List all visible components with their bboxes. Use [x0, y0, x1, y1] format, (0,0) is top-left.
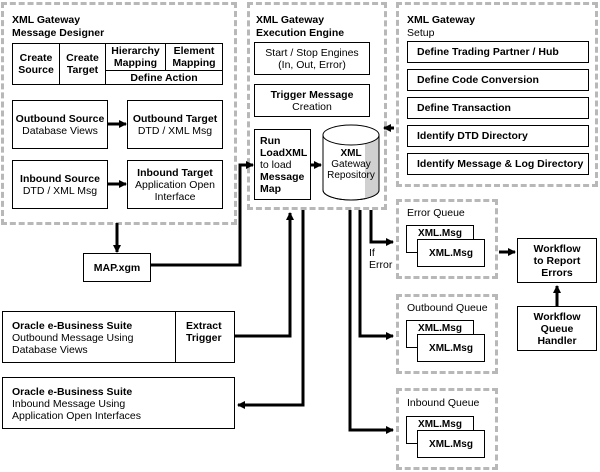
inbound-target-box[interactable]: Inbound Target Application Open Interfac… [127, 160, 223, 209]
arrow-map-to-loadxml [151, 161, 254, 267]
repository-cylinder-icon [322, 124, 380, 201]
outbound-queue-panel [396, 294, 498, 374]
setup-item-dtd-directory[interactable]: Identify DTD Directory [407, 125, 589, 147]
define-action[interactable]: Define Action [130, 71, 198, 84]
inbound-queue-panel [396, 388, 498, 470]
setup-panel [396, 2, 598, 187]
setup-item-trading-partner[interactable]: Define Trading Partner / Hub [407, 41, 589, 63]
arrow-extract-trigger-to-engine [235, 212, 294, 338]
outbound-suite-text: Oracle e-Business Suite Outbound Message… [12, 320, 134, 356]
outbound-queue-msg-front[interactable]: XML.Msg [417, 334, 485, 362]
arrow-repository-to-inbound-queue [348, 210, 394, 434]
workflow-queue-handler-box[interactable]: Workflow Queue Handler [517, 306, 597, 351]
setup-item-message-log-directory[interactable]: Identify Message & Log Directory [407, 153, 589, 175]
outbound-queue-title: Outbound Queue [407, 302, 488, 314]
execution-engine-panel [247, 2, 387, 210]
error-queue-panel [396, 199, 498, 279]
execution-engine-title: XML Gateway Execution Engine [256, 14, 345, 39]
message-designer-title: XML Gateway Message Designer [12, 14, 105, 39]
outbound-suite-box[interactable]: Oracle e-Business Suite Outbound Message… [2, 311, 235, 363]
map-file-box[interactable]: MAP.xgm [83, 253, 151, 282]
inbound-suite-text: Oracle e-Business Suite Inbound Message … [12, 386, 141, 422]
trigger-message-creation-box[interactable]: Trigger Message Creation [254, 84, 370, 117]
outbound-target-box[interactable]: Outbound Target DTD / XML Msg [127, 100, 223, 149]
error-queue-msg-front[interactable]: XML.Msg [417, 239, 485, 267]
message-designer-panel [1, 2, 237, 225]
start-stop-engines-box[interactable]: Start / Stop Engines (In, Out, Error) [254, 42, 370, 75]
error-queue-title: Error Queue [407, 207, 465, 219]
run-loadxml-box[interactable]: Run LoadXML to load Message Map [254, 129, 311, 200]
setup-title: XML Gateway Setup [407, 14, 476, 39]
if-error-label: If Error [369, 247, 393, 271]
setup-item-transaction[interactable]: Define Transaction [407, 97, 589, 119]
inbound-suite-box[interactable]: Oracle e-Business Suite Inbound Message … [2, 377, 235, 429]
inbound-queue-msg-front[interactable]: XML.Msg [417, 430, 485, 458]
inbound-queue-title: Inbound Queue [407, 397, 480, 409]
arrow-repository-to-error-queue [369, 210, 394, 246]
repository-label: XML Gateway Repository [327, 148, 375, 181]
arrow-engine-to-inbound-suite [237, 210, 305, 409]
arrow-repository-to-outbound-queue [358, 210, 394, 340]
extract-trigger-cell[interactable]: Extract Trigger [175, 312, 234, 362]
workflow-report-errors-box[interactable]: Workflow to Report Errors [517, 238, 597, 283]
setup-item-code-conversion[interactable]: Define Code Conversion [407, 69, 589, 91]
outbound-source-box[interactable]: Outbound Source Database Views [12, 100, 108, 149]
inbound-source-box[interactable]: Inbound Source DTD / XML Msg [12, 160, 108, 209]
